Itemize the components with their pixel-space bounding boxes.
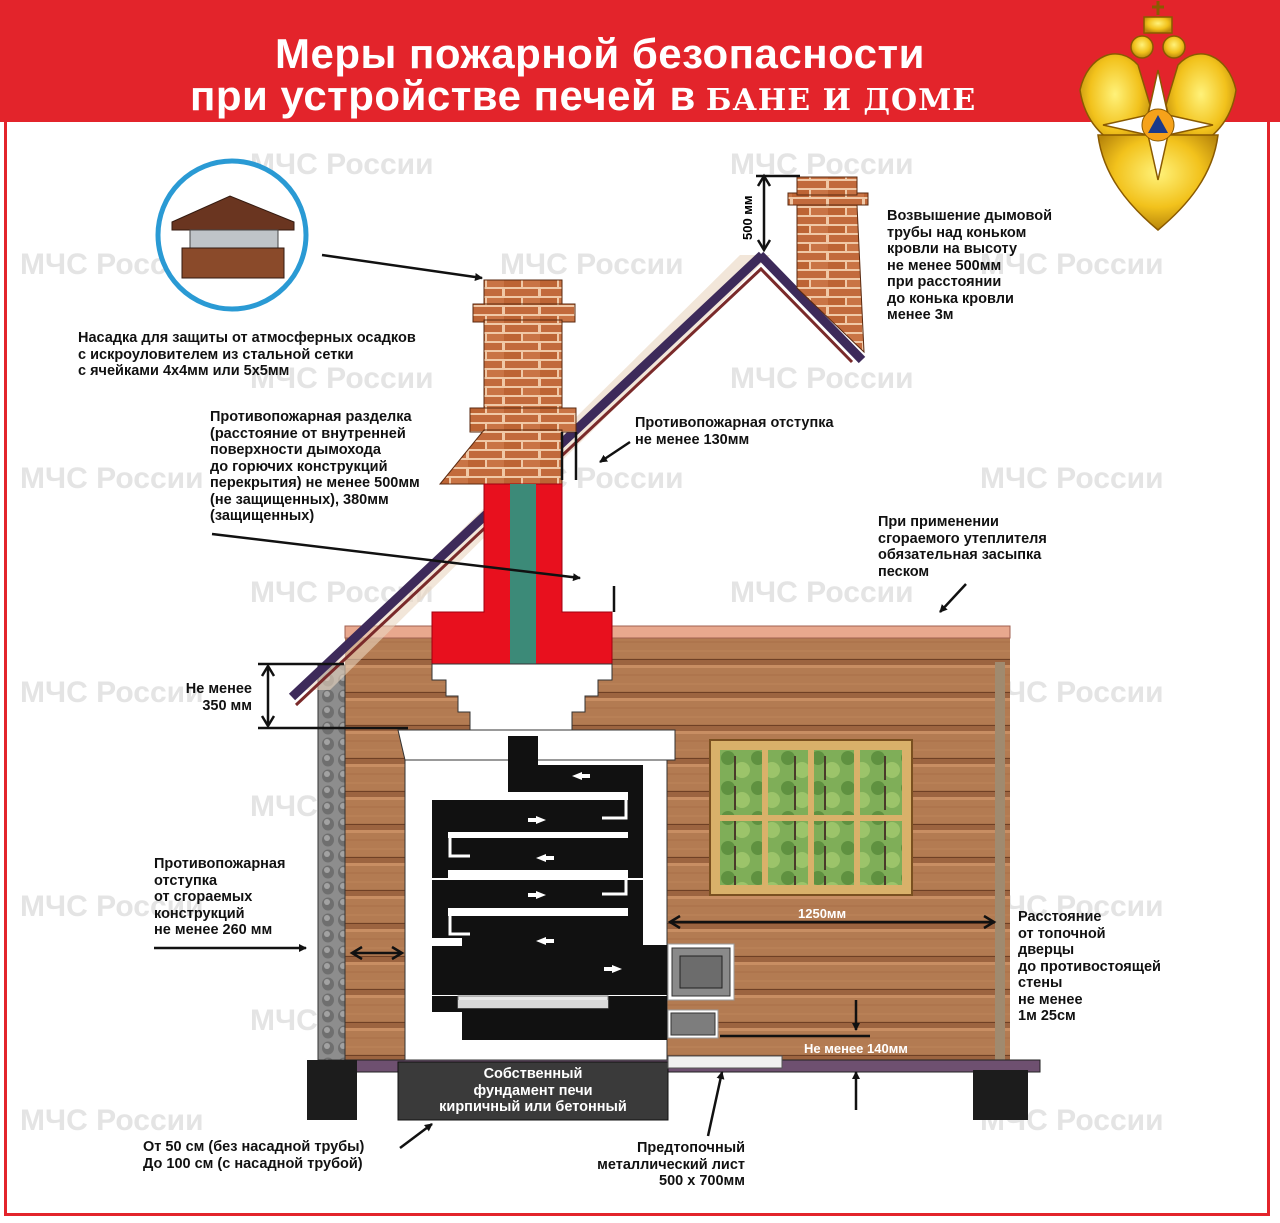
emercom-emblem (1079, 1, 1237, 231)
grate-lower (432, 1012, 462, 1040)
wall-offset-description: Противопожарная отступка от сгораемых ко… (154, 856, 286, 938)
flow-corner-icon (448, 838, 470, 858)
main-chimney-top (483, 279, 563, 307)
pre-furnace-sheet (667, 1055, 783, 1069)
cutoff-leader (211, 532, 581, 582)
dim-1250-arrow-left (667, 914, 681, 930)
dim-500-label: 500 мм (740, 195, 755, 240)
flow-arrow-icon (528, 891, 546, 899)
watermark: МЧС России (250, 362, 434, 395)
watermark: МЧС России (500, 248, 684, 281)
stove-foundation (397, 1061, 669, 1121)
header-banner (0, 0, 1280, 122)
roof-right-slope (756, 251, 866, 364)
flow-corner-arrows (448, 798, 628, 936)
ridge-chimney-top (796, 176, 858, 196)
right-wall-post (995, 662, 1005, 1060)
channel-divider (448, 832, 628, 838)
dim-500-arrow-top (756, 173, 772, 187)
roof-right-slope-inner (758, 266, 854, 364)
window-mullions (720, 750, 902, 885)
pre-furnace-sheet-description: Предтопочный металлический лист 500 х 70… (597, 1140, 745, 1189)
chimney-height-description: Возвышение дымовой трубы над коньком кро… (887, 208, 1053, 323)
watermark: МЧС России (20, 1104, 204, 1137)
channel-divider (448, 870, 628, 878)
main-chimney-collar (469, 407, 577, 433)
flow-arrow-icon (604, 965, 622, 973)
house-foundation-right (973, 1070, 1028, 1120)
left-stone-wall (317, 664, 346, 1061)
wall-offset-arrow-right (391, 945, 405, 961)
watermark: МЧС России (980, 676, 1164, 709)
cap-description: Насадка для защиты от атмосферных осадко… (78, 330, 416, 379)
main-chimney-lower (438, 429, 563, 485)
door-distance-description: Расстояние от топочной дверцы до противо… (1018, 909, 1161, 1024)
dim-1250-label: 1250мм (798, 906, 846, 921)
ridge-chimney-body (796, 204, 865, 354)
flow-corner-icon (602, 874, 628, 896)
channel-divider (432, 938, 462, 946)
wall-offset-arrow-left (349, 945, 363, 961)
flow-arrow-icon (536, 854, 554, 862)
watermark: МЧС России (250, 148, 434, 181)
chimney-cap-base (181, 247, 285, 279)
dim-350-arrow-bottom (260, 715, 276, 729)
house-foundation-left (307, 1060, 357, 1120)
roof-offset-leader (599, 440, 631, 464)
flow-arrow-icon (572, 772, 590, 780)
flow-corner-icon (602, 798, 628, 820)
watermark: МЧС России (980, 248, 1164, 281)
smoke-flow-arrows (528, 772, 622, 973)
dim-500-arrow-bottom (756, 239, 772, 253)
min-350-description: Не менее 350 мм (185, 681, 252, 714)
title-line-2-emphasis: БАНЕ И ДОМЕ (705, 83, 977, 118)
channel-divider (448, 792, 628, 800)
stove-foundation-description: Собственный фундамент печи кирпичный или… (439, 1066, 627, 1115)
channel-divider (448, 908, 628, 916)
firebox (432, 945, 667, 995)
watermark: МЧС России (20, 676, 204, 709)
stove-base-sheet (458, 1000, 608, 1008)
dim-1250-arrow-right (983, 914, 997, 930)
watermark: МЧС России (730, 362, 914, 395)
sand-backfill-description: При применении сгораемого утеплителя обя… (878, 514, 1047, 580)
chimney-cap-mesh (189, 229, 279, 251)
fire-cutoff-description: Противопожарная разделка (расстояние от … (210, 409, 420, 524)
watermark: МЧС России (20, 462, 204, 495)
cap-leader (321, 253, 483, 281)
chimney-cap-icon (171, 195, 295, 231)
title-line-2-main: при устройстве печей в (190, 72, 696, 119)
title-line-1: Меры пожарной безопасности (275, 30, 925, 77)
flow-arrow-icon (528, 816, 546, 824)
watermark: МЧС России (20, 890, 204, 923)
roof-offset-description: Противопожарная отступка не менее 130мм (635, 415, 834, 448)
dim-350-arrow-top (260, 663, 276, 677)
dim-140-label: Не менее 140мм (804, 1041, 908, 1056)
flow-corner-icon (448, 916, 470, 936)
foundation-gap-description: От 50 см (без насадной трубы) До 100 см … (143, 1139, 365, 1172)
watermark: МЧС России (730, 576, 914, 609)
sheet-leader (706, 1071, 725, 1137)
watermark: МЧС России (980, 462, 1164, 495)
main-chimney-cap (472, 303, 576, 323)
title-line-2: при устройстве печей в БАНЕ И ДОМЕ (190, 72, 976, 120)
gap-leader (399, 1123, 433, 1149)
watermark: МЧС России (980, 890, 1164, 923)
sand-leader (939, 583, 967, 613)
ash-door-plate (670, 1012, 716, 1036)
fire-door-inner (679, 955, 723, 989)
flow-arrow-icon (536, 937, 554, 945)
